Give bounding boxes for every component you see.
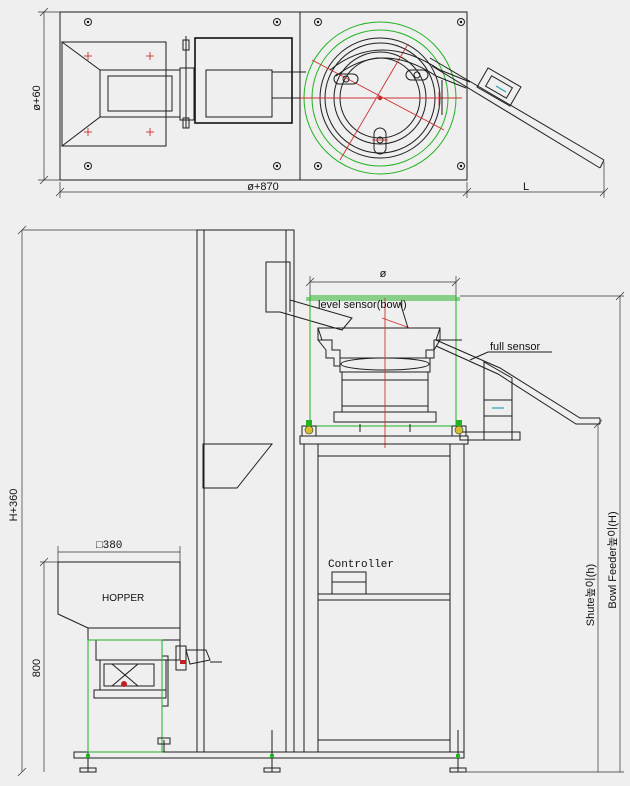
- dim-width: [38, 7, 60, 185]
- leveling-feet: [79, 730, 467, 773]
- top-view: ø+60 ø+870 L: [31, 7, 609, 198]
- bowl-feeder: [305, 276, 461, 448]
- dim-height: [17, 225, 197, 777]
- side-view: H+360: [8, 225, 625, 777]
- hopper: [57, 546, 222, 753]
- label-level-sensor: level sensor(bowl): [318, 299, 407, 311]
- top-hopper-marks: [84, 52, 154, 136]
- stand-top-plate: [299, 435, 469, 445]
- dim-right-heights: [460, 291, 625, 773]
- top-bolts: [84, 18, 465, 170]
- top-hopper-funnel-left: [61, 41, 101, 148]
- label-feeder-height: Bowl Feeder높이(H): [606, 511, 619, 608]
- dim-bowl-label: ø: [380, 268, 387, 280]
- dim-width-label: ø+60: [31, 85, 43, 110]
- dim-length: [55, 182, 472, 198]
- hopper-column: [196, 229, 353, 753]
- full-sensor-box: [483, 399, 513, 417]
- chute-assembly: [435, 339, 601, 441]
- label-full-sensor: full sensor: [490, 341, 540, 353]
- hopper-discharge-chute: [265, 261, 353, 331]
- dim-height-label: H+360: [8, 489, 20, 522]
- base-rail: [73, 751, 465, 759]
- dim-hopper-height: [39, 557, 58, 772]
- dim-chute: [467, 162, 609, 198]
- feeder-stand: [299, 420, 469, 753]
- dim-chute-label: L: [523, 181, 529, 193]
- top-hopper-chute: [99, 69, 181, 118]
- column-bracket: [202, 443, 274, 489]
- top-linear-feeder-box: [194, 37, 293, 124]
- dim-hopper-height-label: 800: [31, 659, 43, 677]
- top-base-plate: [59, 11, 468, 181]
- dim-length-label: ø+870: [247, 181, 279, 193]
- dim-hopper-size-label: □380: [96, 540, 122, 552]
- top-linear-feeder-track: [205, 69, 273, 118]
- level-sensor-frame: [309, 295, 457, 427]
- label-controller: Controller: [328, 559, 394, 571]
- top-bowl: [300, 21, 471, 175]
- top-chute: [429, 57, 605, 169]
- label-chute-height: Shute높이(h): [584, 564, 597, 626]
- controller-box: [331, 571, 367, 595]
- label-hopper: HOPPER: [102, 593, 144, 604]
